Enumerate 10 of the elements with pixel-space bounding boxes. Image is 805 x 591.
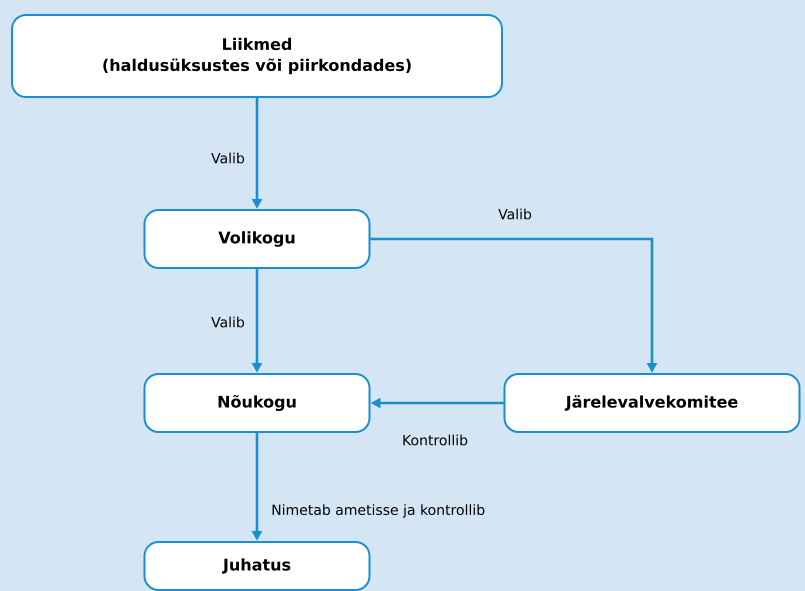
process-box: Järelevalvekomitee	[504, 373, 800, 433]
edge-label: Kontrollib	[401, 434, 469, 446]
process-box: Nõukogu	[144, 373, 370, 433]
edge-label: Valib	[210, 316, 246, 328]
process-box: Volikogu	[144, 209, 370, 269]
process-box: Juhatus	[144, 541, 370, 591]
edge-label: Valib	[210, 152, 246, 164]
edge-label: Nimetab ametisse ja kontrollib	[270, 503, 486, 519]
edge-label: Valib	[497, 208, 533, 220]
process-box: Liikmed (haldusüksustes või piirkondades)	[11, 14, 503, 98]
